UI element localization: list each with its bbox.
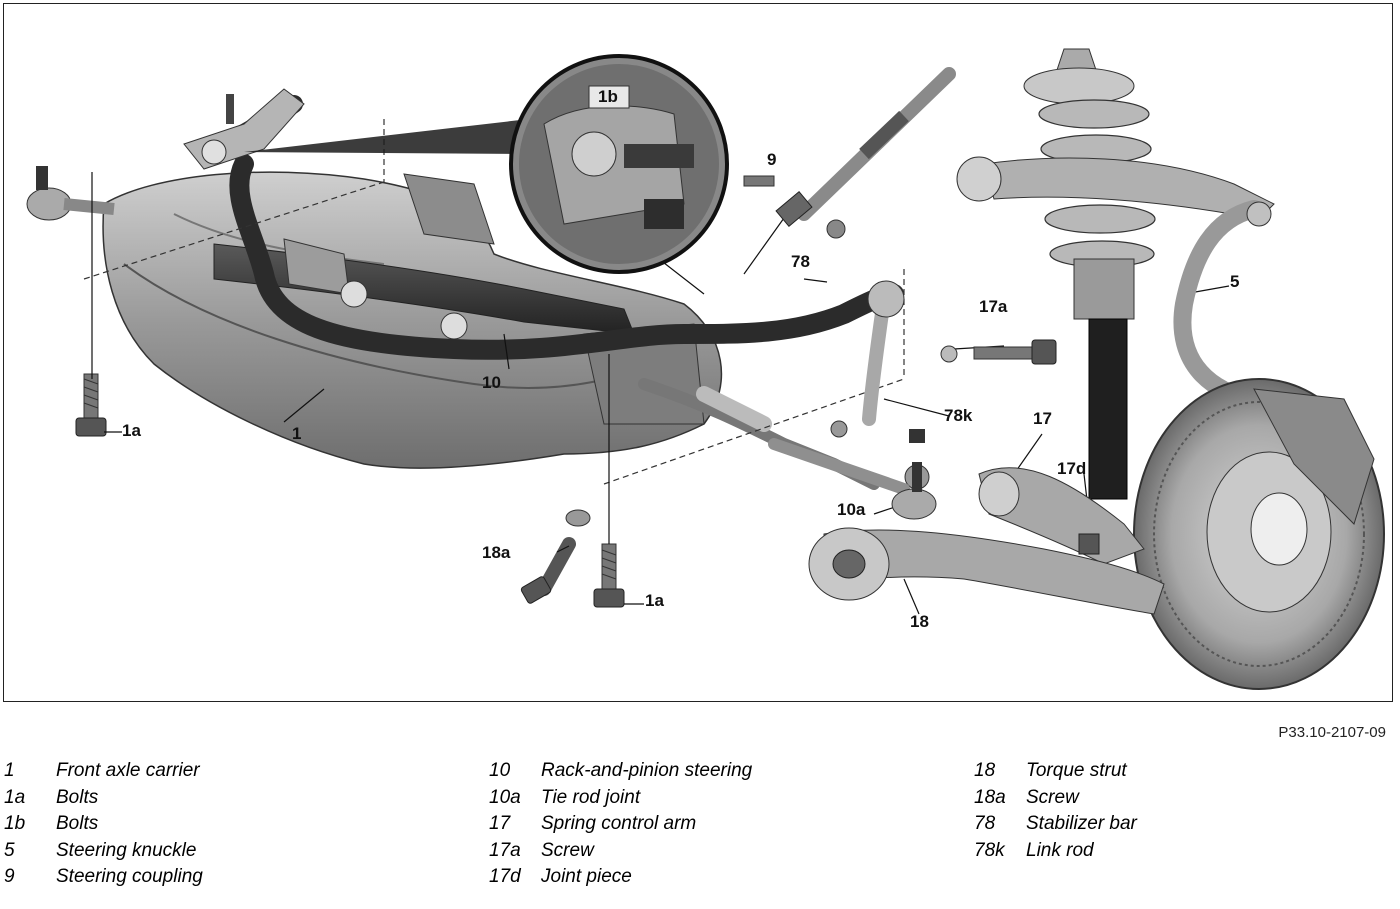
steering-coupling <box>743 67 956 239</box>
legend-text: Steering knuckle <box>56 839 197 861</box>
legend-number: 18a <box>974 786 1006 808</box>
bolt-1a-left <box>75 373 107 437</box>
callout-18: 18 <box>910 612 929 631</box>
left-tie-rod-end <box>26 166 115 221</box>
legend-number: 10 <box>489 760 511 781</box>
torque-strut <box>808 527 1165 615</box>
callout-17d: 17d <box>1057 459 1087 478</box>
screw-17a <box>940 339 1057 365</box>
legend-number: 1 <box>4 760 15 781</box>
screw-18a <box>520 509 591 604</box>
legend-text: Rack-and-pinion steering <box>541 760 753 781</box>
legend-number: 78 <box>974 813 996 834</box>
callout-17: 17 <box>1033 409 1052 428</box>
callout-1b: 1b <box>598 87 618 106</box>
legend-text: Stabilizer bar <box>1026 813 1137 834</box>
spring-control-arm <box>978 467 1145 565</box>
legend-text: Steering coupling <box>56 866 203 887</box>
bolt-1a-bottom <box>593 543 625 608</box>
suspension-illustration <box>26 48 1385 690</box>
legend-number: 10a <box>489 786 521 808</box>
legend-text: Screw <box>541 839 594 861</box>
callout-1a-bottom: 1a <box>645 591 664 610</box>
diagram-frame: 1b 9 78 5 17a 10 1a 1 78k 17 17d 10a 18a… <box>3 3 1393 702</box>
legend-text: Front axle carrier <box>56 760 200 781</box>
legend-text: Bolts <box>56 786 99 808</box>
callout-10: 10 <box>482 373 501 392</box>
callout-17a: 17a <box>979 297 1008 316</box>
spring-strut <box>1023 48 1156 500</box>
tie-rod-joint <box>768 438 937 520</box>
callout-78k: 78k <box>944 406 973 425</box>
legend-number: 1a <box>4 786 26 808</box>
legend-text: Spring control arm <box>541 813 697 834</box>
callout-18a: 18a <box>482 543 511 562</box>
callout-1: 1 <box>292 424 302 443</box>
legend-number: 17 <box>489 813 511 834</box>
figure-code: P33.10-2107-09 <box>1278 724 1386 741</box>
callout-5: 5 <box>1230 272 1240 291</box>
legend-number: 78k <box>974 839 1005 861</box>
legend-number: 9 <box>4 866 15 887</box>
callout-9: 9 <box>767 150 777 169</box>
callout-10a: 10a <box>837 500 866 519</box>
legend-number: 17d <box>489 866 521 887</box>
legend-number: 5 <box>4 839 15 861</box>
zoom-inset <box>244 54 729 274</box>
legend-number: 1b <box>4 813 26 834</box>
legend-text: Link rod <box>1026 839 1094 861</box>
legend-number: 18 <box>974 760 996 781</box>
legend-text: Torque strut <box>1026 760 1127 781</box>
legend-text: Tie rod joint <box>541 786 641 808</box>
callout-1a-left: 1a <box>122 421 141 440</box>
callout-78: 78 <box>791 252 810 271</box>
legend-text: Bolts <box>56 813 99 834</box>
legend-text: Joint piece <box>541 866 632 887</box>
legend-text: Screw <box>1026 786 1079 808</box>
upper-mount <box>183 88 305 170</box>
legend-number: 17a <box>489 839 521 861</box>
brake-disc <box>1133 378 1385 690</box>
